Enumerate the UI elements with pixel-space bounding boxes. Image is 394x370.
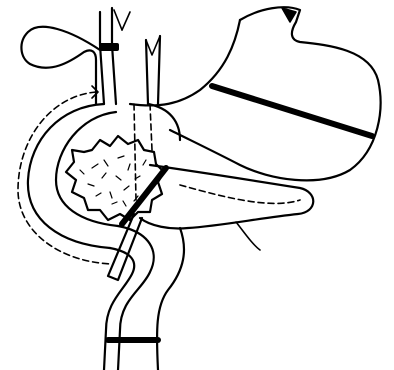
gastric-transection-line bbox=[212, 86, 372, 136]
esophagus-and-ducts bbox=[100, 8, 160, 104]
jejunal-loop bbox=[104, 226, 184, 370]
pancreas bbox=[140, 165, 313, 229]
gallbladder bbox=[21, 27, 100, 104]
tumor-mass bbox=[66, 136, 164, 220]
bile-duct-clip bbox=[99, 43, 119, 51]
splenic-vessel bbox=[236, 222, 260, 250]
stomach bbox=[130, 7, 381, 180]
